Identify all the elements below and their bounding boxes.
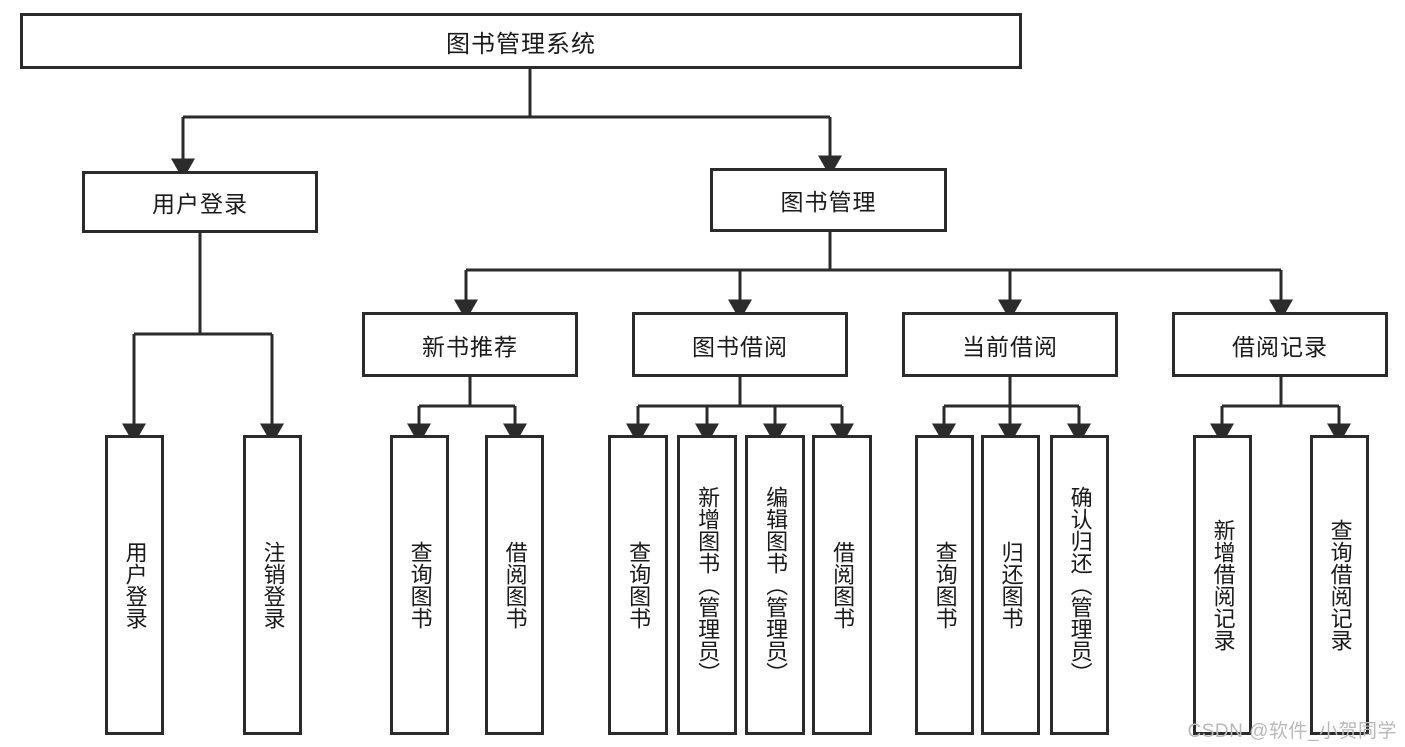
node-label: 借阅记录 [1232, 333, 1328, 360]
node-label: 查询图书 [626, 541, 652, 629]
leaf-book-borrow-edit[interactable]: 编辑图书（管理员） [745, 435, 805, 735]
node-label: 查询借阅记录 [1327, 519, 1353, 651]
node-current-borrow[interactable]: 当前借阅 [902, 312, 1118, 377]
node-label: 图书管理系统 [446, 30, 596, 58]
leaf-book-borrow-add[interactable]: 新增图书（管理员） [677, 435, 737, 735]
leaf-current-borrow-confirm-return[interactable]: 确认归还（管理员） [1050, 435, 1109, 735]
leaf-current-borrow-query[interactable]: 查询图书 [915, 435, 974, 735]
node-label: 图书借阅 [692, 333, 788, 360]
node-new-book-recommend[interactable]: 新书推荐 [362, 312, 578, 377]
node-label: 用户登录 [152, 191, 248, 217]
node-root-system[interactable]: 图书管理系统 [20, 13, 1022, 69]
node-label: 用户登录 [122, 541, 148, 629]
leaf-book-borrow-borrow[interactable]: 借阅图书 [812, 435, 872, 735]
node-user-login[interactable]: 用户登录 [82, 171, 318, 233]
leaf-borrow-record-query[interactable]: 查询借阅记录 [1310, 435, 1369, 735]
node-label: 查询图书 [932, 541, 958, 629]
leaf-new-book-borrow[interactable]: 借阅图书 [485, 435, 544, 735]
node-label: 借阅图书 [830, 541, 856, 629]
node-label: 编辑图书（管理员） [763, 486, 789, 684]
node-label: 查询图书 [407, 541, 433, 629]
node-label: 图书管理 [780, 189, 877, 215]
leaf-book-borrow-query[interactable]: 查询图书 [608, 435, 668, 735]
leaf-current-borrow-return[interactable]: 归还图书 [981, 435, 1040, 735]
leaf-new-book-query[interactable]: 查询图书 [390, 435, 449, 735]
node-label: 当前借阅 [962, 333, 1058, 360]
node-label: 归还图书 [998, 541, 1024, 629]
node-book-borrow[interactable]: 图书借阅 [632, 312, 848, 377]
node-borrow-record[interactable]: 借阅记录 [1172, 312, 1388, 377]
node-label: 注销登录 [260, 541, 286, 629]
node-label: 新书推荐 [422, 333, 518, 360]
node-label: 确认归还（管理员） [1067, 486, 1093, 684]
node-label: 借阅图书 [502, 541, 528, 629]
watermark-text: CSDN @软件_小贺同学 [1187, 721, 1397, 742]
node-label: 新增借阅记录 [1210, 519, 1236, 651]
leaf-user-login-signin[interactable]: 用户登录 [105, 435, 164, 735]
leaf-borrow-record-add[interactable]: 新增借阅记录 [1193, 435, 1252, 735]
node-book-management[interactable]: 图书管理 [710, 168, 947, 232]
node-label: 新增图书（管理员） [695, 486, 721, 684]
leaf-user-login-signout[interactable]: 注销登录 [243, 435, 302, 735]
